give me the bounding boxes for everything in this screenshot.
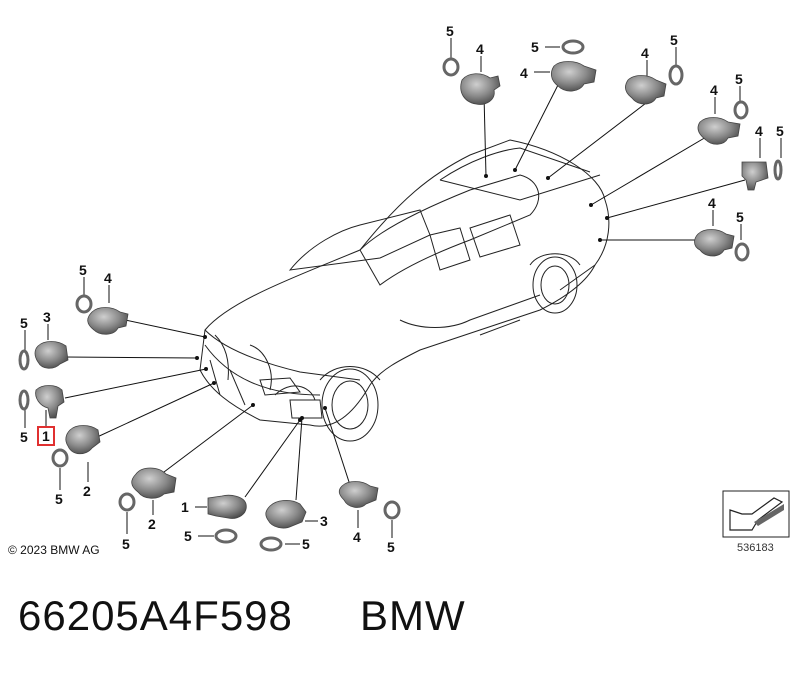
callout-label: 5 bbox=[55, 491, 63, 507]
callout-label: 5 bbox=[387, 539, 395, 555]
leader-dots bbox=[195, 168, 609, 422]
callout-label: 5 bbox=[184, 528, 192, 544]
callout-label: 4 bbox=[710, 82, 718, 98]
callout-label: 5 bbox=[20, 429, 28, 445]
selected-part-highlight[interactable] bbox=[37, 426, 55, 446]
callout-label: 3 bbox=[320, 513, 328, 529]
callout-label: 3 bbox=[43, 309, 51, 325]
sensor-icon bbox=[131, 467, 177, 499]
car-outline bbox=[199, 139, 610, 427]
callout-label: 4 bbox=[476, 41, 484, 57]
sensor-icon bbox=[697, 117, 741, 145]
sensor-icon bbox=[207, 494, 247, 519]
label-ticks bbox=[24, 38, 782, 545]
sensor-icon bbox=[34, 341, 69, 369]
sensor-icon bbox=[65, 425, 101, 455]
callout-label: 5 bbox=[122, 536, 130, 552]
rear-wheel bbox=[529, 253, 581, 314]
copyright-notice: © 2023 BMW AG bbox=[8, 543, 100, 557]
diagram-reference-icon bbox=[722, 490, 790, 538]
callout-label: 4 bbox=[520, 65, 528, 81]
o-ring-icon bbox=[18, 39, 783, 552]
sensor-icon bbox=[460, 73, 501, 105]
sensor-icon bbox=[624, 75, 667, 105]
sensor-icon bbox=[265, 500, 307, 529]
callout-label: 4 bbox=[708, 195, 716, 211]
callout-label: 2 bbox=[148, 516, 156, 532]
front-wheel bbox=[319, 366, 381, 442]
callout-label: 4 bbox=[755, 123, 763, 139]
callout-label: 5 bbox=[670, 32, 678, 48]
callout-label: 2 bbox=[83, 483, 91, 499]
sensor-icon bbox=[35, 385, 65, 419]
callout-label: 5 bbox=[531, 39, 539, 55]
callout-label-selected[interactable]: 1 bbox=[42, 428, 50, 444]
callout-label: 5 bbox=[736, 209, 744, 225]
sensor-icon bbox=[694, 229, 735, 257]
callout-label: 4 bbox=[641, 45, 649, 61]
diagram-number: 536183 bbox=[737, 542, 774, 554]
callout-label: 5 bbox=[302, 536, 310, 552]
sensor-icon bbox=[741, 161, 769, 191]
callout-label: 1 bbox=[181, 499, 189, 515]
brand-name: BMW bbox=[360, 592, 466, 639]
part-number: 66205A4F598 bbox=[18, 592, 293, 639]
sensor-icon bbox=[87, 307, 129, 335]
callout-label: 5 bbox=[20, 315, 28, 331]
leader-lines bbox=[64, 84, 746, 501]
sensor-icon bbox=[550, 61, 597, 92]
callout-label: 4 bbox=[104, 270, 112, 286]
callout-label: 5 bbox=[735, 71, 743, 87]
callout-label: 5 bbox=[446, 23, 454, 39]
callout-label: 5 bbox=[776, 123, 784, 139]
callout-label: 5 bbox=[79, 262, 87, 278]
sensor-icon bbox=[338, 481, 379, 508]
callout-label: 4 bbox=[353, 529, 361, 545]
